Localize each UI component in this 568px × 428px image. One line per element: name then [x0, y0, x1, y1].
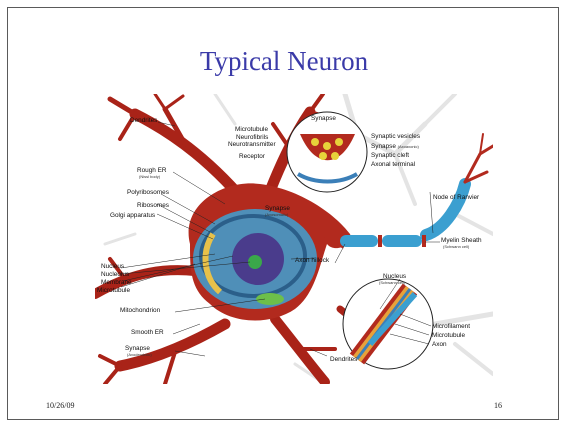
label-ribosomes: Ribosomes	[137, 202, 169, 209]
label-microtubule-inset: Microtubule	[432, 332, 465, 339]
label-microtubule-top: Microtubule	[235, 126, 268, 133]
label-synaptic-vesicles: Synaptic vesicles	[371, 133, 420, 140]
nucleolus	[248, 255, 262, 269]
label-smooth-er: Smooth ER	[131, 329, 164, 336]
label-myelin-sheath: Myelin Sheath	[441, 237, 482, 244]
label-polyribosomes: Polyribosomes	[127, 189, 169, 196]
label-nucleolus: Nucleolus	[101, 271, 129, 278]
label-synaptic-cleft: Synaptic cleft	[371, 152, 409, 159]
label-synapse-axosomatic-sub: (Axosomatic)	[265, 212, 289, 217]
label-rough-er-sub: (Nissl body)	[139, 174, 161, 179]
slide-title: Typical Neuron	[8, 46, 560, 77]
label-nucleus-schwann: Nucleus	[383, 273, 406, 280]
synapse-inset	[287, 112, 367, 192]
label-axon: Axon	[432, 341, 447, 348]
slide-date: 10/26/09	[46, 401, 74, 410]
neuron-diagram: Dendrites Microtubule Neurofibrils Neuro…	[95, 94, 493, 384]
label-mitochondrion: Mitochondrion	[120, 307, 161, 314]
label-receptor: Receptor	[239, 153, 266, 160]
label-axonal-terminal: Axonal terminal	[371, 161, 415, 168]
label-synapse-axosomatic: Synapse	[265, 205, 290, 212]
label-microtubule-left: Microtubule	[97, 287, 130, 294]
label-axon-hillock: Axon hillock	[295, 257, 330, 264]
label-synapse-axoaxonic: Synapse (Axoaxonic)	[371, 143, 419, 150]
label-synapse-axodendritic: Synapse	[125, 345, 150, 352]
label-synapse-inset: Synapse	[311, 115, 336, 122]
label-rough-er: Rough ER	[137, 167, 167, 174]
label-neurotransmitter: Neurotransmitter	[228, 141, 276, 148]
synapse-axoaxonic-text: Synapse	[371, 143, 396, 150]
label-node-of-ranvier: Node of Ranvier	[433, 194, 480, 201]
label-nucleus: Nucleus	[101, 263, 124, 270]
label-golgi: Golgi apparatus	[110, 212, 155, 219]
node-of-ranvier	[378, 235, 382, 247]
synapse-axoaxonic-sub: (Axoaxonic)	[398, 144, 420, 149]
slide: Typical Neuron	[7, 7, 559, 420]
label-membrane: Membrane	[101, 279, 132, 286]
mitochondrion	[256, 293, 284, 305]
label-synapse-axodendritic-sub: (Axodendritic)	[127, 352, 152, 357]
axon-terminals	[465, 134, 493, 182]
label-nucleus-schwann-sub: (Schwann cell)	[379, 280, 406, 285]
label-microfilament: Microfilament	[432, 323, 470, 330]
label-neurofibrils: Neurofibrils	[236, 134, 268, 141]
label-myelin-sheath-sub: (Schwann cell)	[443, 244, 470, 249]
label-dendrites-top: Dendrites	[130, 117, 157, 124]
label-dendrites-bottom: Dendrites	[330, 356, 357, 363]
slide-page-number: 16	[494, 401, 502, 410]
